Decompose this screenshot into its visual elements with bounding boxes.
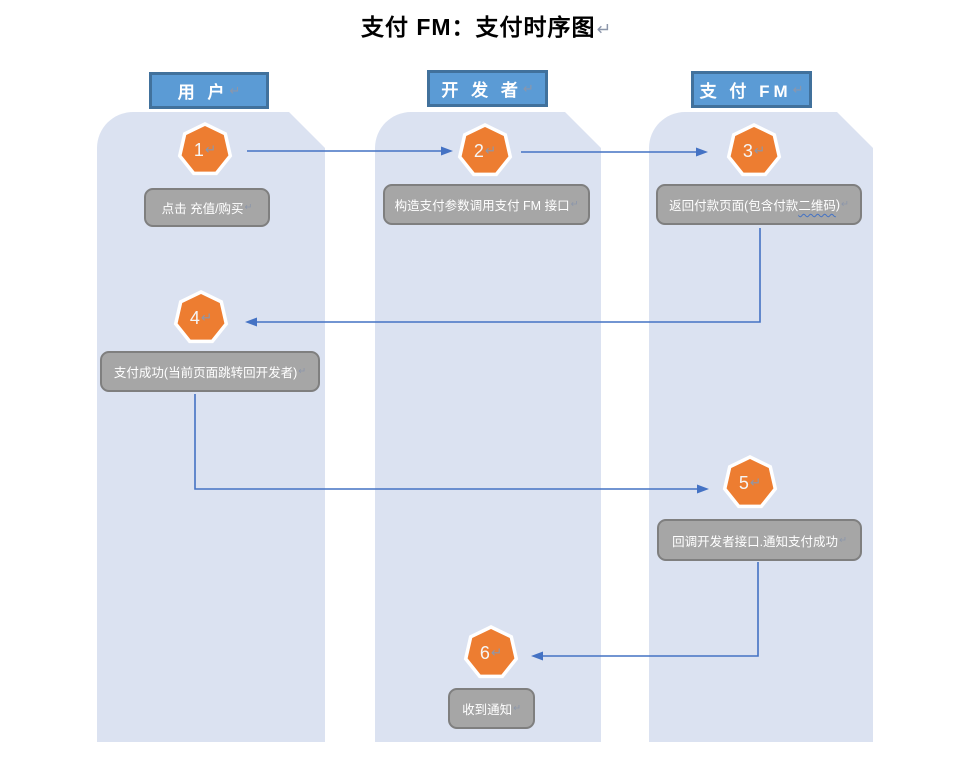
return-mark: ↵: [753, 143, 766, 158]
page-title-text: 支付 FM：支付时序图: [360, 14, 596, 40]
step-2-label: 构造支付参数调用支付 FM 接口↵: [383, 184, 590, 225]
step-3-label-text-pre: 返回付款页面(包含付款: [669, 199, 799, 213]
step-5-number: 5↵: [722, 455, 778, 511]
step-2-number: 2↵: [457, 123, 513, 179]
step-3-label-text-misspelled: 二维码: [798, 199, 836, 213]
step-6-label-text: 收到通知: [462, 703, 513, 717]
step-6-number: 6↵: [463, 625, 519, 681]
heptagon-icon: [726, 123, 782, 177]
return-mark: ↵: [513, 703, 521, 713]
heptagon-icon: [177, 122, 233, 176]
header-developer: 开 发 者↵: [427, 70, 548, 107]
heptagon-icon: [457, 123, 513, 177]
step-3-number: 3↵: [726, 123, 782, 179]
step-4-label-text: 支付成功(当前页面跳转回开发者): [113, 366, 298, 380]
step-number-text: 1: [193, 139, 204, 160]
step-2-label-text: 构造支付参数调用支付 FM 接口: [394, 199, 570, 213]
step-5-marker: 5↵: [722, 455, 778, 511]
heptagon-icon: [722, 455, 778, 509]
return-mark: ↵: [749, 475, 762, 490]
header-user-label: 用 户: [177, 83, 229, 102]
return-mark: ↵: [298, 366, 307, 376]
step-1-marker: 1↵: [177, 122, 233, 178]
step-number-text: 3: [742, 140, 753, 161]
heptagon-icon: [173, 290, 229, 344]
header-payment-fm-label: 支 付 FM: [699, 82, 792, 101]
step-6-label: 收到通知↵: [448, 688, 535, 729]
step-4-marker: 4↵: [173, 290, 229, 346]
return-mark: ↵: [204, 142, 217, 157]
heptagon-icon: [463, 625, 519, 679]
return-mark: ↵: [484, 143, 497, 158]
return-mark: ↵: [841, 199, 849, 209]
step-3-label: 返回付款页面(包含付款二维码)↵: [656, 184, 862, 225]
return-mark: ↵: [570, 199, 579, 209]
header-user: 用 户↵: [149, 72, 269, 109]
step-2-marker: 2↵: [457, 123, 513, 179]
step-5-label: 回调开发者接口.通知支付成功↵: [657, 519, 862, 561]
step-5-label-text: 回调开发者接口.通知支付成功: [672, 534, 839, 549]
step-number-text: 5: [738, 472, 749, 493]
return-mark: ↵: [792, 81, 804, 97]
return-mark: ↵: [229, 82, 241, 98]
step-number-text: 2: [473, 140, 484, 161]
step-1-label: 点击 充值/购买↵: [144, 188, 270, 227]
step-3-label-text-post: ): [835, 197, 840, 212]
header-payment-fm: 支 付 FM↵: [691, 71, 812, 108]
return-mark: ↵: [200, 310, 213, 325]
return-mark: ↵: [490, 645, 503, 660]
return-mark: ↵: [596, 19, 612, 39]
return-mark: ↵: [244, 202, 253, 212]
step-number-text: 6: [479, 642, 490, 663]
step-number-text: 4: [189, 307, 200, 328]
header-developer-label: 开 发 者: [441, 81, 522, 100]
step-4-number: 4↵: [173, 290, 229, 346]
return-mark: ↵: [522, 80, 534, 96]
step-1-label-text: 点击 充值/购买: [161, 202, 244, 216]
step-1-number: 1↵: [177, 122, 233, 178]
step-4-label: 支付成功(当前页面跳转回开发者)↵: [100, 351, 320, 392]
step-3-marker: 3↵: [726, 123, 782, 179]
step-6-marker: 6↵: [463, 625, 519, 681]
page-title: 支付 FM：支付时序图↵: [0, 8, 972, 42]
return-mark: ↵: [839, 534, 847, 545]
